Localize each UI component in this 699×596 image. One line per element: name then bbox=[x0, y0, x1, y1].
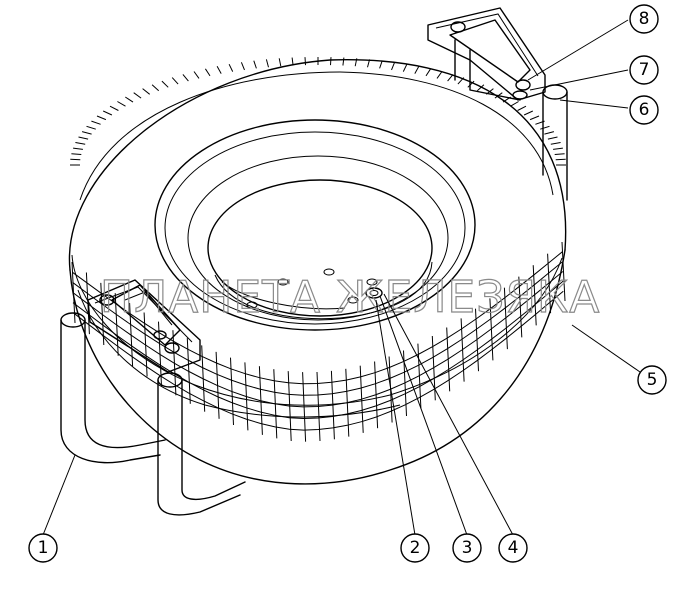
callout-8: 8 bbox=[629, 4, 659, 34]
callout-6-label: 6 bbox=[639, 100, 650, 120]
tube-holder bbox=[60, 312, 246, 516]
front-bracket bbox=[87, 279, 201, 373]
callout-5: 5 bbox=[637, 365, 667, 395]
callout-5-label: 5 bbox=[647, 370, 658, 390]
callout-2: 2 bbox=[400, 533, 430, 563]
callout-4: 4 bbox=[498, 533, 528, 563]
callout-8-label: 8 bbox=[639, 9, 650, 29]
tire bbox=[68, 57, 567, 485]
callout-3-label: 3 bbox=[462, 538, 473, 558]
callout-7: 7 bbox=[629, 55, 659, 85]
callout-7-label: 7 bbox=[639, 60, 650, 80]
callout-4-label: 4 bbox=[508, 538, 519, 558]
callout-1: 1 bbox=[28, 533, 58, 563]
callout-2-label: 2 bbox=[410, 538, 421, 558]
callout-1-label: 1 bbox=[38, 538, 49, 558]
callout-3: 3 bbox=[452, 533, 482, 563]
watermark-text: ПЛАНЕТА ЖЕЛЕЗЯКА bbox=[100, 272, 600, 323]
callout-6: 6 bbox=[629, 95, 659, 125]
wheel-rim bbox=[154, 119, 476, 331]
rear-bracket bbox=[427, 7, 568, 201]
leader-lines bbox=[42, 19, 641, 536]
